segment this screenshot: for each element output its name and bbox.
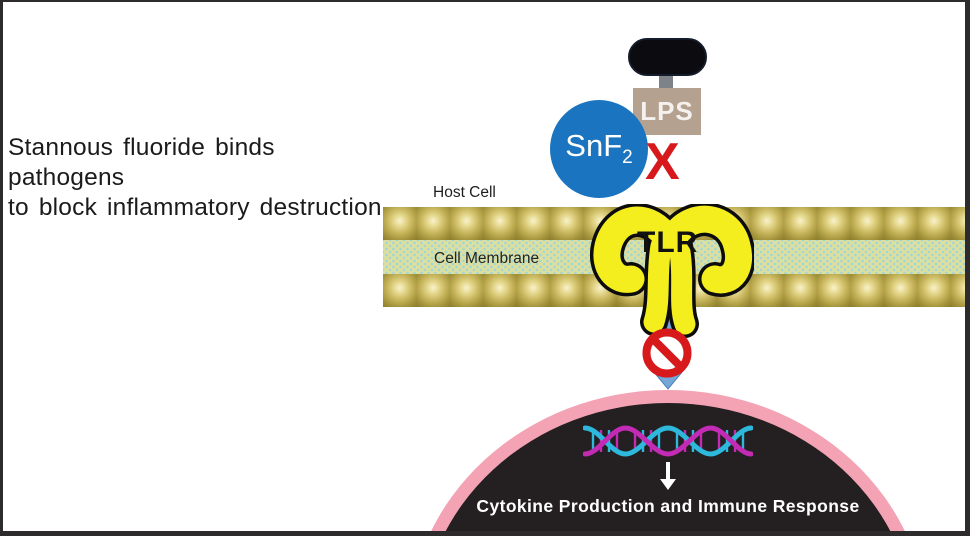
nucleus-caption: Cytokine Production and Immune Response bbox=[476, 496, 860, 516]
lps-label: LPS bbox=[640, 96, 694, 126]
prohibition-icon bbox=[642, 328, 692, 378]
transcription-arrow-icon bbox=[660, 462, 676, 490]
headline-text: Stannous fluoride binds pathogens to blo… bbox=[8, 133, 400, 223]
tlr-body bbox=[593, 205, 752, 335]
snf2-formula-subscript: 2 bbox=[622, 147, 633, 169]
snf2-particle: SnF2 bbox=[550, 100, 648, 198]
tlr-label: TLR bbox=[637, 226, 698, 259]
cell-membrane-label: Cell Membrane bbox=[434, 250, 540, 267]
frame-border-bottom bbox=[0, 531, 970, 536]
lps-box: LPS bbox=[633, 88, 701, 135]
dna-strand-magenta bbox=[583, 425, 753, 457]
frame-border-right bbox=[965, 0, 970, 536]
headline-line-2: to block inflammatory destruction bbox=[8, 194, 382, 221]
blocked-x-mark: X bbox=[645, 133, 680, 191]
frame-border-top bbox=[0, 0, 970, 2]
bacterium-lps-connector bbox=[659, 73, 673, 90]
dna-icon bbox=[583, 425, 753, 457]
host-cell-label: Host Cell bbox=[433, 184, 496, 201]
frame-border-left bbox=[0, 0, 3, 536]
tlr-receptor-icon: TLR bbox=[590, 204, 754, 338]
headline-line-1: Stannous fluoride binds pathogens bbox=[8, 134, 275, 191]
snf2-formula-base: SnF bbox=[565, 128, 623, 164]
dna-strand-cyan bbox=[583, 425, 753, 457]
bacterium-icon bbox=[628, 38, 707, 76]
snf2-label: SnF2 bbox=[565, 128, 632, 169]
